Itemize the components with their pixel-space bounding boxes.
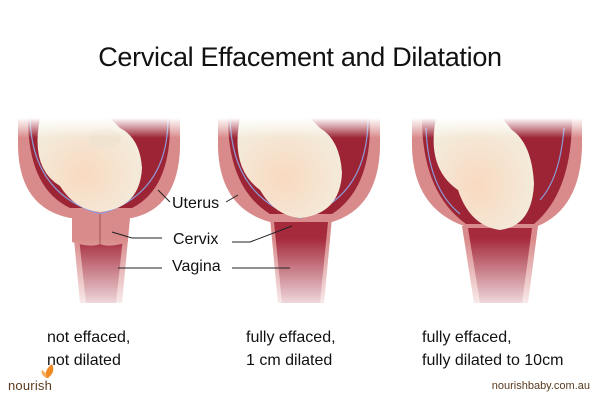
stage-3-illustration [400, 118, 600, 318]
vagina-label: Vagina [172, 258, 221, 275]
diagram-title: Cervical Effacement and Dilatation [98, 42, 502, 72]
logo-text: nourish [8, 378, 53, 393]
stage-1-caption: not effaced, not dilated [47, 326, 130, 372]
stage-2-caption: fully effaced, 1 cm dilated [246, 326, 336, 372]
stage-2-caption-line2: 1 cm dilated [246, 352, 333, 369]
stage-1-caption-line1: not effaced, [47, 329, 131, 346]
stage-1-illustration [0, 118, 200, 318]
leaf-icon [41, 364, 54, 378]
website-url: nourishbaby.com.au [491, 380, 590, 392]
cervix-label: Cervix [173, 231, 219, 248]
uterus-label: Uterus [172, 195, 220, 212]
stage-3-caption: fully effaced, fully dilated to 10cm [422, 326, 563, 372]
nourish-logo: nourish [8, 364, 54, 393]
stage-3-caption-line1: fully effaced, [422, 329, 512, 346]
stage-2-illustration [200, 118, 400, 318]
stage-1-caption-line2: not dilated [47, 352, 121, 369]
stage-3-caption-line2: fully dilated to 10cm [422, 352, 564, 369]
stage-2-caption-line1: fully effaced, [246, 329, 336, 346]
